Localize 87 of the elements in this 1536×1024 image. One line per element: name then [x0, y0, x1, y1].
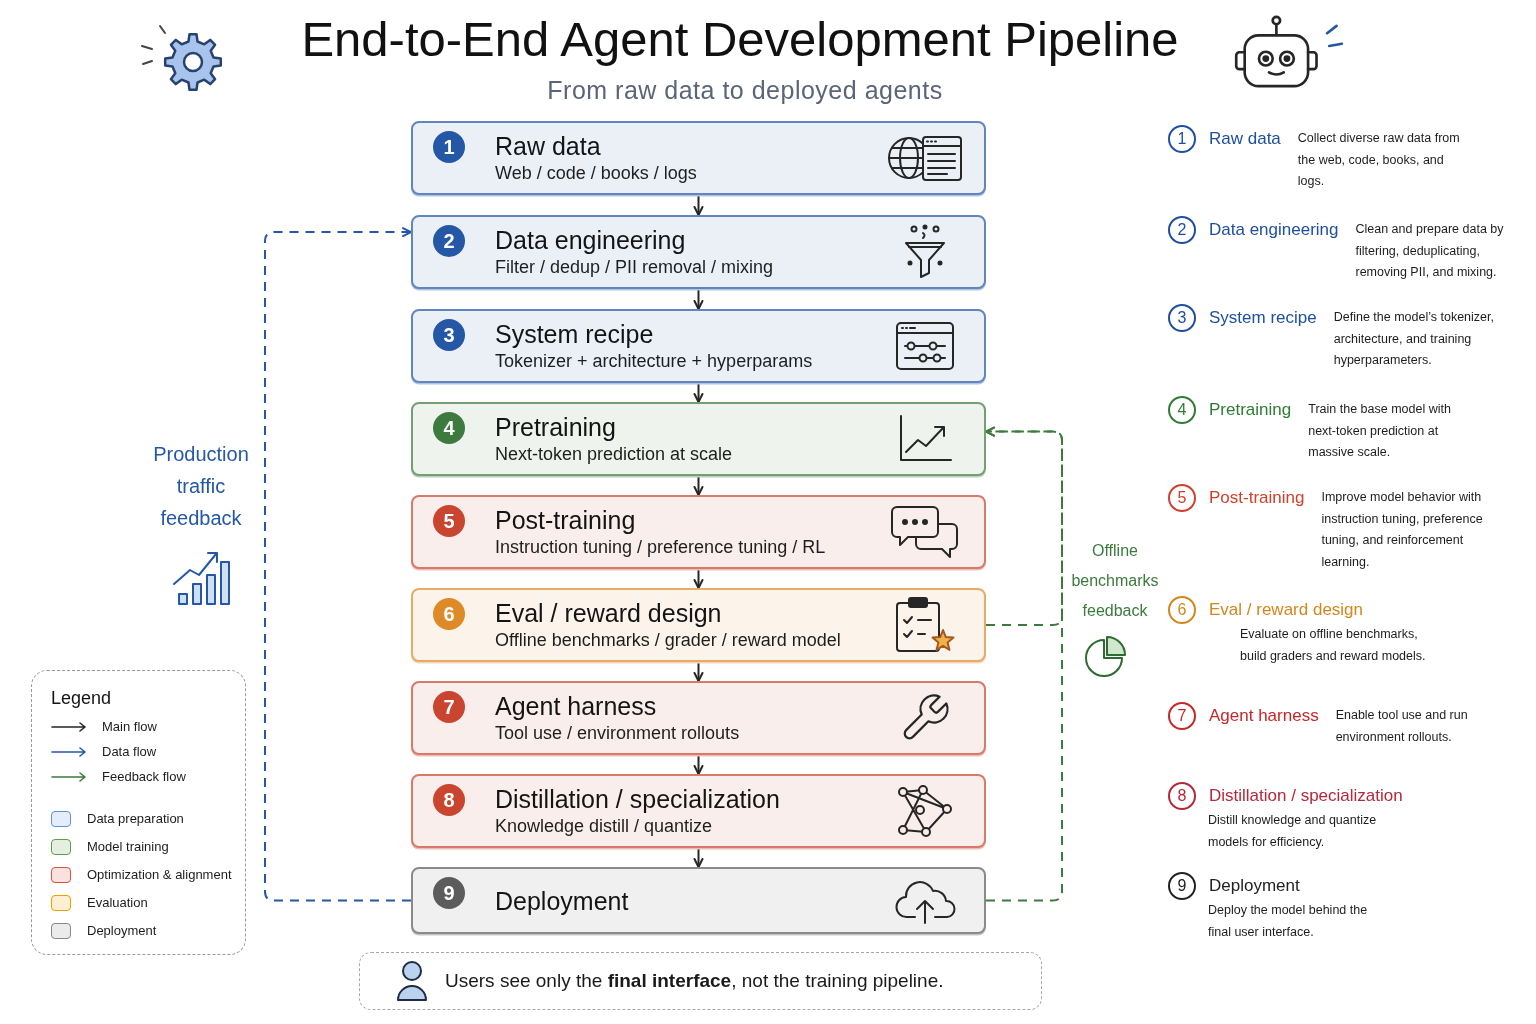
step-number: 5 — [1168, 484, 1196, 512]
stage-card — [411, 215, 986, 289]
stage-card — [411, 495, 986, 569]
legend-text: Model training — [87, 838, 169, 856]
stage-subtitle: Knowledge distill / quantize — [495, 815, 713, 838]
step-title: Post-training — [1209, 487, 1305, 509]
step-description: Evaluate on offline benchmarks, build graders and reward models. — [1240, 626, 1426, 665]
legend-text: Optimization & alignment — [87, 866, 232, 884]
step-description: Clean and prepare data by filtering, deduplicating, removing PII, and mixing. — [1355, 221, 1505, 281]
step-number: 8 — [1168, 782, 1196, 810]
step-badge: 4 — [433, 412, 465, 444]
edge-label: Production traffic feedback — [152, 442, 250, 531]
stage-title: Data engineering — [495, 225, 686, 255]
step-title: Distillation / specialization — [1209, 785, 1403, 807]
step-title: Raw data — [1209, 128, 1281, 150]
step-number: 2 — [1168, 216, 1196, 244]
step-badge: 2 — [433, 225, 465, 257]
step-badge: 8 — [433, 784, 465, 816]
stage-title: Distillation / specialization — [495, 784, 780, 814]
stage-card — [411, 309, 986, 383]
legend-text: Data preparation — [87, 810, 184, 828]
note-panel — [359, 952, 1042, 1010]
arrow — [693, 288, 704, 310]
step-number: 7 — [1168, 702, 1196, 730]
arrow — [693, 194, 704, 216]
stage-subtitle: Next-token prediction at scale — [495, 443, 733, 466]
stage-card — [411, 121, 986, 195]
step-title: Deployment — [1209, 875, 1300, 897]
step-title: Data engineering — [1209, 219, 1339, 241]
stage-title: Agent harness — [495, 691, 657, 721]
arrow — [693, 568, 704, 589]
step-description: Train the base model with next-token prediction at massive scale. — [1308, 401, 1452, 461]
stage-card — [411, 588, 986, 662]
legend-text: Main flow — [102, 717, 157, 736]
legend-text: Data flow — [102, 742, 157, 761]
step-title: Pretraining — [1209, 399, 1292, 421]
step-number: 9 — [1168, 872, 1196, 900]
subtitle: From raw data to deployed agents — [547, 75, 943, 106]
stage-card — [411, 867, 986, 934]
stage-subtitle: Tool use / environment rollouts — [495, 722, 740, 745]
edge-label: Offline benchmarks feedback — [1070, 541, 1160, 621]
arrow — [693, 754, 704, 775]
step-number: 3 — [1168, 304, 1196, 332]
step-number: 1 — [1168, 125, 1196, 153]
stage-title: System recipe — [495, 319, 654, 349]
step-number: 6 — [1168, 596, 1196, 624]
arrow — [693, 847, 704, 868]
step-description: Define the model’s tokenizer, architecture, and training hyperparameters. — [1333, 309, 1495, 369]
arrow — [693, 661, 704, 682]
arrow — [693, 475, 704, 496]
stage-title: Raw data — [495, 131, 601, 161]
step-title: Agent harness — [1209, 705, 1319, 727]
step-badge: 9 — [433, 877, 465, 909]
step-description: Distill knowledge and quantize models for efficiency. — [1208, 812, 1378, 851]
stage-card — [411, 402, 986, 476]
legend-text: Feedback flow — [102, 767, 186, 786]
stage-subtitle: Web / code / books / logs — [495, 162, 697, 185]
arrow — [693, 382, 704, 403]
stage-title: Eval / reward design — [495, 598, 722, 628]
stage-card — [411, 774, 986, 848]
step-badge: 1 — [433, 131, 465, 163]
legend-text: Deployment — [87, 922, 157, 940]
step-description: Improve model behavior with instruction tuning, preference tuning, and reinforcement learning. — [1321, 489, 1484, 571]
legend-text: Evaluation — [87, 894, 148, 912]
note-text: Users see only the final interface, not the training pipeline. — [445, 969, 944, 993]
step-title: System recipe — [1209, 307, 1317, 329]
step-title: Eval / reward design — [1209, 599, 1364, 621]
step-badge: 7 — [433, 691, 465, 723]
legend-heading: Legend — [51, 687, 112, 710]
stage-title: Deployment — [495, 885, 629, 916]
stage-subtitle: Filter / dedup / PII removal / mixing — [495, 256, 774, 279]
step-number: 4 — [1168, 396, 1196, 424]
step-description: Collect diverse raw data from the web, code, books, and logs. — [1297, 130, 1461, 190]
stage-card — [411, 681, 986, 755]
stage-title: Pretraining — [495, 412, 616, 442]
diagram-title: End-to-End Agent Development Pipeline — [301, 11, 1179, 68]
step-badge: 6 — [433, 598, 465, 630]
step-badge: 5 — [433, 505, 465, 537]
stage-subtitle: Offline benchmarks / grader / reward model — [495, 629, 841, 652]
stage-title: Post-training — [495, 505, 636, 535]
dashed-arrow — [264, 227, 412, 902]
step-description: Enable tool use and run environment rollouts. — [1335, 707, 1469, 746]
step-badge: 3 — [433, 319, 465, 351]
step-description: Deploy the model behind the final user interface. — [1208, 902, 1369, 941]
stage-subtitle: Instruction tuning / preference tuning / RL — [495, 536, 826, 559]
stage-subtitle: Tokenizer + architecture + hyperparams — [495, 350, 813, 373]
dashed-arrow — [985, 426, 1063, 626]
